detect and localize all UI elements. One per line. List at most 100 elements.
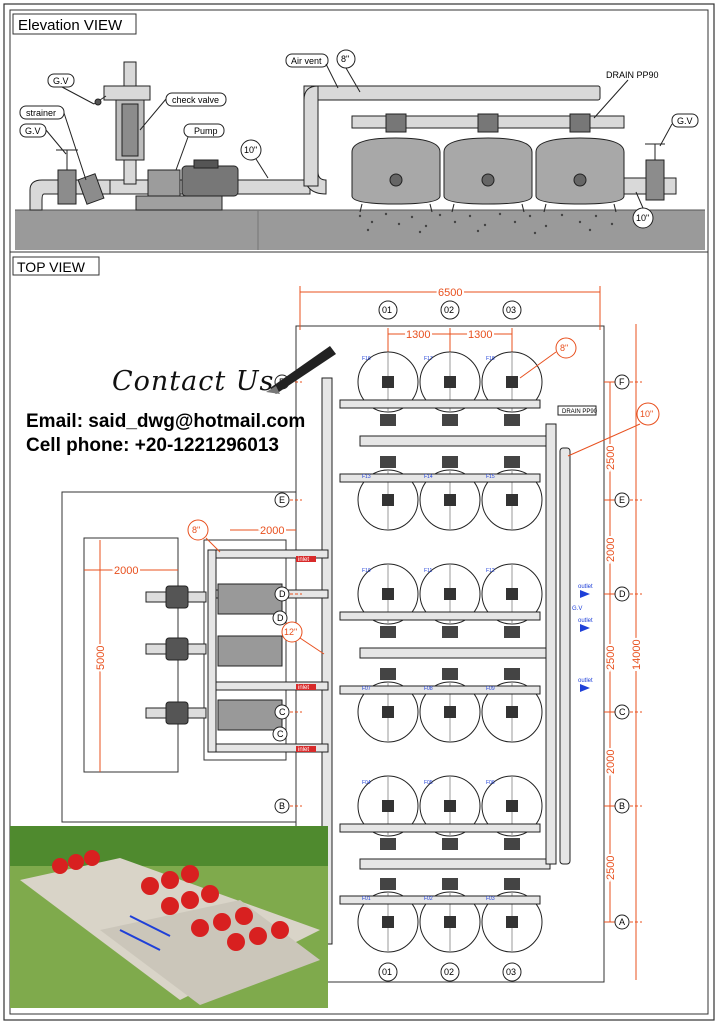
filter-tag: F11 (424, 568, 432, 574)
filter-tag: F07 (362, 686, 371, 692)
svg-text:inlet: inlet (298, 747, 309, 753)
filter-valve-icon (506, 588, 518, 600)
butterfly-valve-icon (442, 838, 458, 850)
row-label: E (279, 495, 285, 505)
filter-valve-icon (382, 706, 394, 718)
filter-tag: F02 (424, 896, 433, 902)
filter-tag: F15 (486, 474, 495, 480)
butterfly-valve-icon (504, 414, 520, 426)
row-label: C (619, 707, 626, 717)
dimension-text: 6500 1300 1300 2000 2000 5000 14000 2500… (93, 285, 645, 882)
header-pipe (339, 473, 541, 483)
svg-text:6500: 6500 (438, 287, 462, 299)
svg-text:1300: 1300 (406, 329, 430, 341)
header-pipe (339, 895, 541, 905)
column-marker (378, 300, 398, 320)
row-marker (274, 704, 290, 720)
filter-valve-icon (444, 494, 456, 506)
svg-text:check valve: check valve (172, 95, 219, 105)
column-marker (378, 962, 398, 982)
butterfly-valve-icon (380, 668, 396, 680)
butterfly-valve-icon (380, 838, 396, 850)
filter-valve-icon (444, 376, 456, 388)
column-marker (440, 300, 460, 320)
butterfly-valve-icon (504, 626, 520, 638)
row-marker (274, 586, 290, 602)
svg-text:1300: 1300 (468, 329, 492, 341)
row-marker (614, 374, 630, 390)
contact-phone[interactable]: Cell phone: +20-1221296013 (26, 435, 279, 456)
top-title-box (12, 256, 100, 276)
filter-tag: F01 (362, 896, 371, 902)
svg-text:2500: 2500 (605, 646, 617, 670)
svg-text:G.V: G.V (677, 116, 693, 126)
svg-text:DRAIN PP90: DRAIN PP90 (606, 70, 659, 80)
svg-text:14000: 14000 (631, 639, 643, 670)
column-marker (502, 962, 522, 982)
filter-valve-icon (506, 706, 518, 718)
header-pipe (339, 611, 541, 621)
butterfly-valve-icon (504, 456, 520, 468)
butterfly-valve-icon (442, 414, 458, 426)
row-marker (614, 492, 630, 508)
column-label: 02 (444, 967, 454, 977)
svg-text:Air vent: Air vent (291, 56, 322, 66)
svg-text:2000: 2000 (260, 525, 284, 537)
butterfly-valve-icon (380, 456, 396, 468)
column-label: 02 (444, 305, 454, 315)
butterfly-valve-icon (442, 878, 458, 890)
svg-text:2000: 2000 (605, 538, 617, 562)
filter-tag: F18 (486, 356, 495, 362)
top-title: TOP VIEW (17, 259, 86, 275)
filter-valve-icon (506, 376, 518, 388)
column-label: 01 (382, 967, 392, 977)
filter-valve-icon (444, 588, 456, 600)
filter-tag: F10 (362, 568, 371, 574)
row-labels: FFEEDDCCBBAADC (272, 374, 642, 930)
svg-text:10": 10" (244, 145, 257, 155)
butterfly-valve-icon (442, 456, 458, 468)
column-label: 01 (382, 305, 392, 315)
filter-tag: F09 (486, 686, 495, 692)
filter-tag: F06 (486, 780, 495, 786)
filter-valve-icon (506, 494, 518, 506)
filter-valve-icon (382, 800, 394, 812)
row-label: D (279, 589, 286, 599)
svg-text:strainer: strainer (26, 108, 56, 118)
row-marker (272, 726, 288, 742)
contact-email[interactable]: Email: said_dwg@hotmail.com (26, 411, 306, 432)
row-label: D (619, 589, 626, 599)
render-thumbnail (10, 826, 328, 1008)
svg-text:2500: 2500 (605, 446, 617, 470)
svg-text:DRAIN PP90: DRAIN PP90 (562, 409, 598, 415)
butterfly-valve-icon (380, 414, 396, 426)
filter-valve-icon (382, 376, 394, 388)
svg-text:outlet: outlet (578, 678, 593, 684)
svg-text:2500: 2500 (605, 856, 617, 880)
filter-tag: F17 (424, 356, 433, 362)
row-marker (614, 914, 630, 930)
svg-text:inlet: inlet (298, 685, 309, 691)
row-marker (614, 586, 630, 602)
header-pipe (339, 399, 541, 409)
elevation-labels: G.V strainer G.V check valve Pump 10" Ai… (19, 49, 699, 229)
filter-tag: F04 (362, 780, 371, 786)
svg-text:outlet: outlet (578, 584, 593, 590)
svg-text:12": 12" (284, 627, 297, 637)
svg-text:8": 8" (192, 525, 200, 535)
filter-valve-icon (444, 916, 456, 928)
filter-tag: F16 (362, 356, 371, 362)
butterfly-valve-icon (380, 878, 396, 890)
header-pipe (339, 823, 541, 833)
filter-tag: F13 (362, 474, 371, 480)
filter-valve-icon (506, 916, 518, 928)
row-label: B (619, 801, 625, 811)
filter-tag: F12 (486, 568, 495, 574)
svg-text:G.V: G.V (53, 76, 69, 86)
column-marker (440, 962, 460, 982)
pump-units (145, 583, 283, 731)
row-marker (614, 798, 630, 814)
